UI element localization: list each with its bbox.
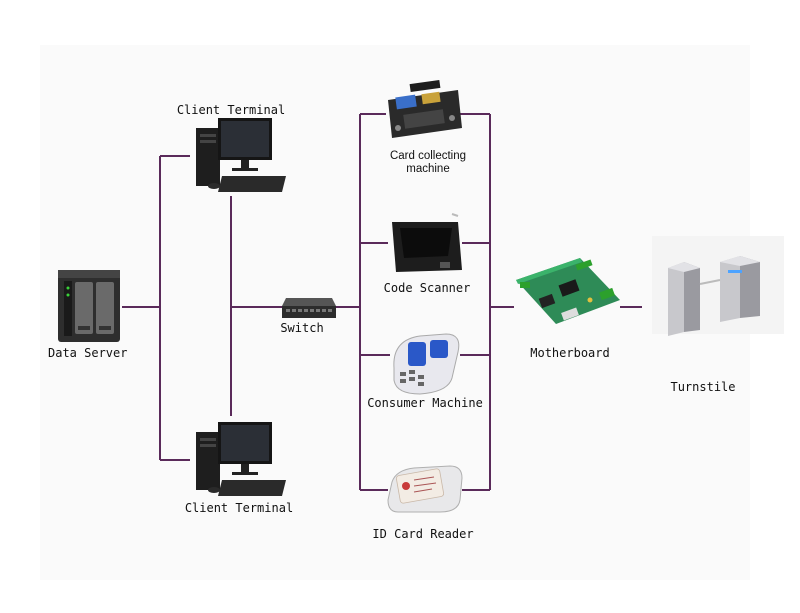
card-collecting-machine-label-line2: machine: [406, 163, 450, 175]
motherboard-label: Motherboard: [530, 346, 610, 360]
switch-icon: [282, 298, 336, 318]
card-collecting-machine-label: Card collecting machine: [390, 150, 466, 176]
switch-label: Switch: [280, 321, 324, 335]
client-terminal-bottom-icon: [196, 422, 286, 496]
code-scanner-icon: [392, 213, 462, 272]
code-scanner-label: Code Scanner: [383, 281, 471, 295]
motherboard-icon: [516, 258, 620, 324]
client-terminal-top-label: Client Terminal: [176, 103, 286, 117]
client-terminal-bottom-label: Client Terminal: [184, 501, 294, 515]
id-card-reader-label: ID Card Reader: [372, 527, 474, 541]
consumer-machine-icon: [393, 333, 460, 395]
connectors: [122, 113, 642, 491]
card-collecting-machine-label-line1: Card collecting: [389, 150, 467, 162]
data-server-label: Data Server: [48, 346, 128, 360]
turnstile-icon: [652, 236, 784, 336]
card-collecting-machine-icon: [388, 79, 462, 138]
id-card-reader-icon: [387, 465, 463, 513]
data-server-icon: [58, 270, 120, 342]
turnstile-label: Turnstile: [670, 380, 736, 394]
client-terminal-top-icon: [196, 118, 286, 192]
consumer-machine-label: Consumer Machine: [367, 396, 483, 410]
